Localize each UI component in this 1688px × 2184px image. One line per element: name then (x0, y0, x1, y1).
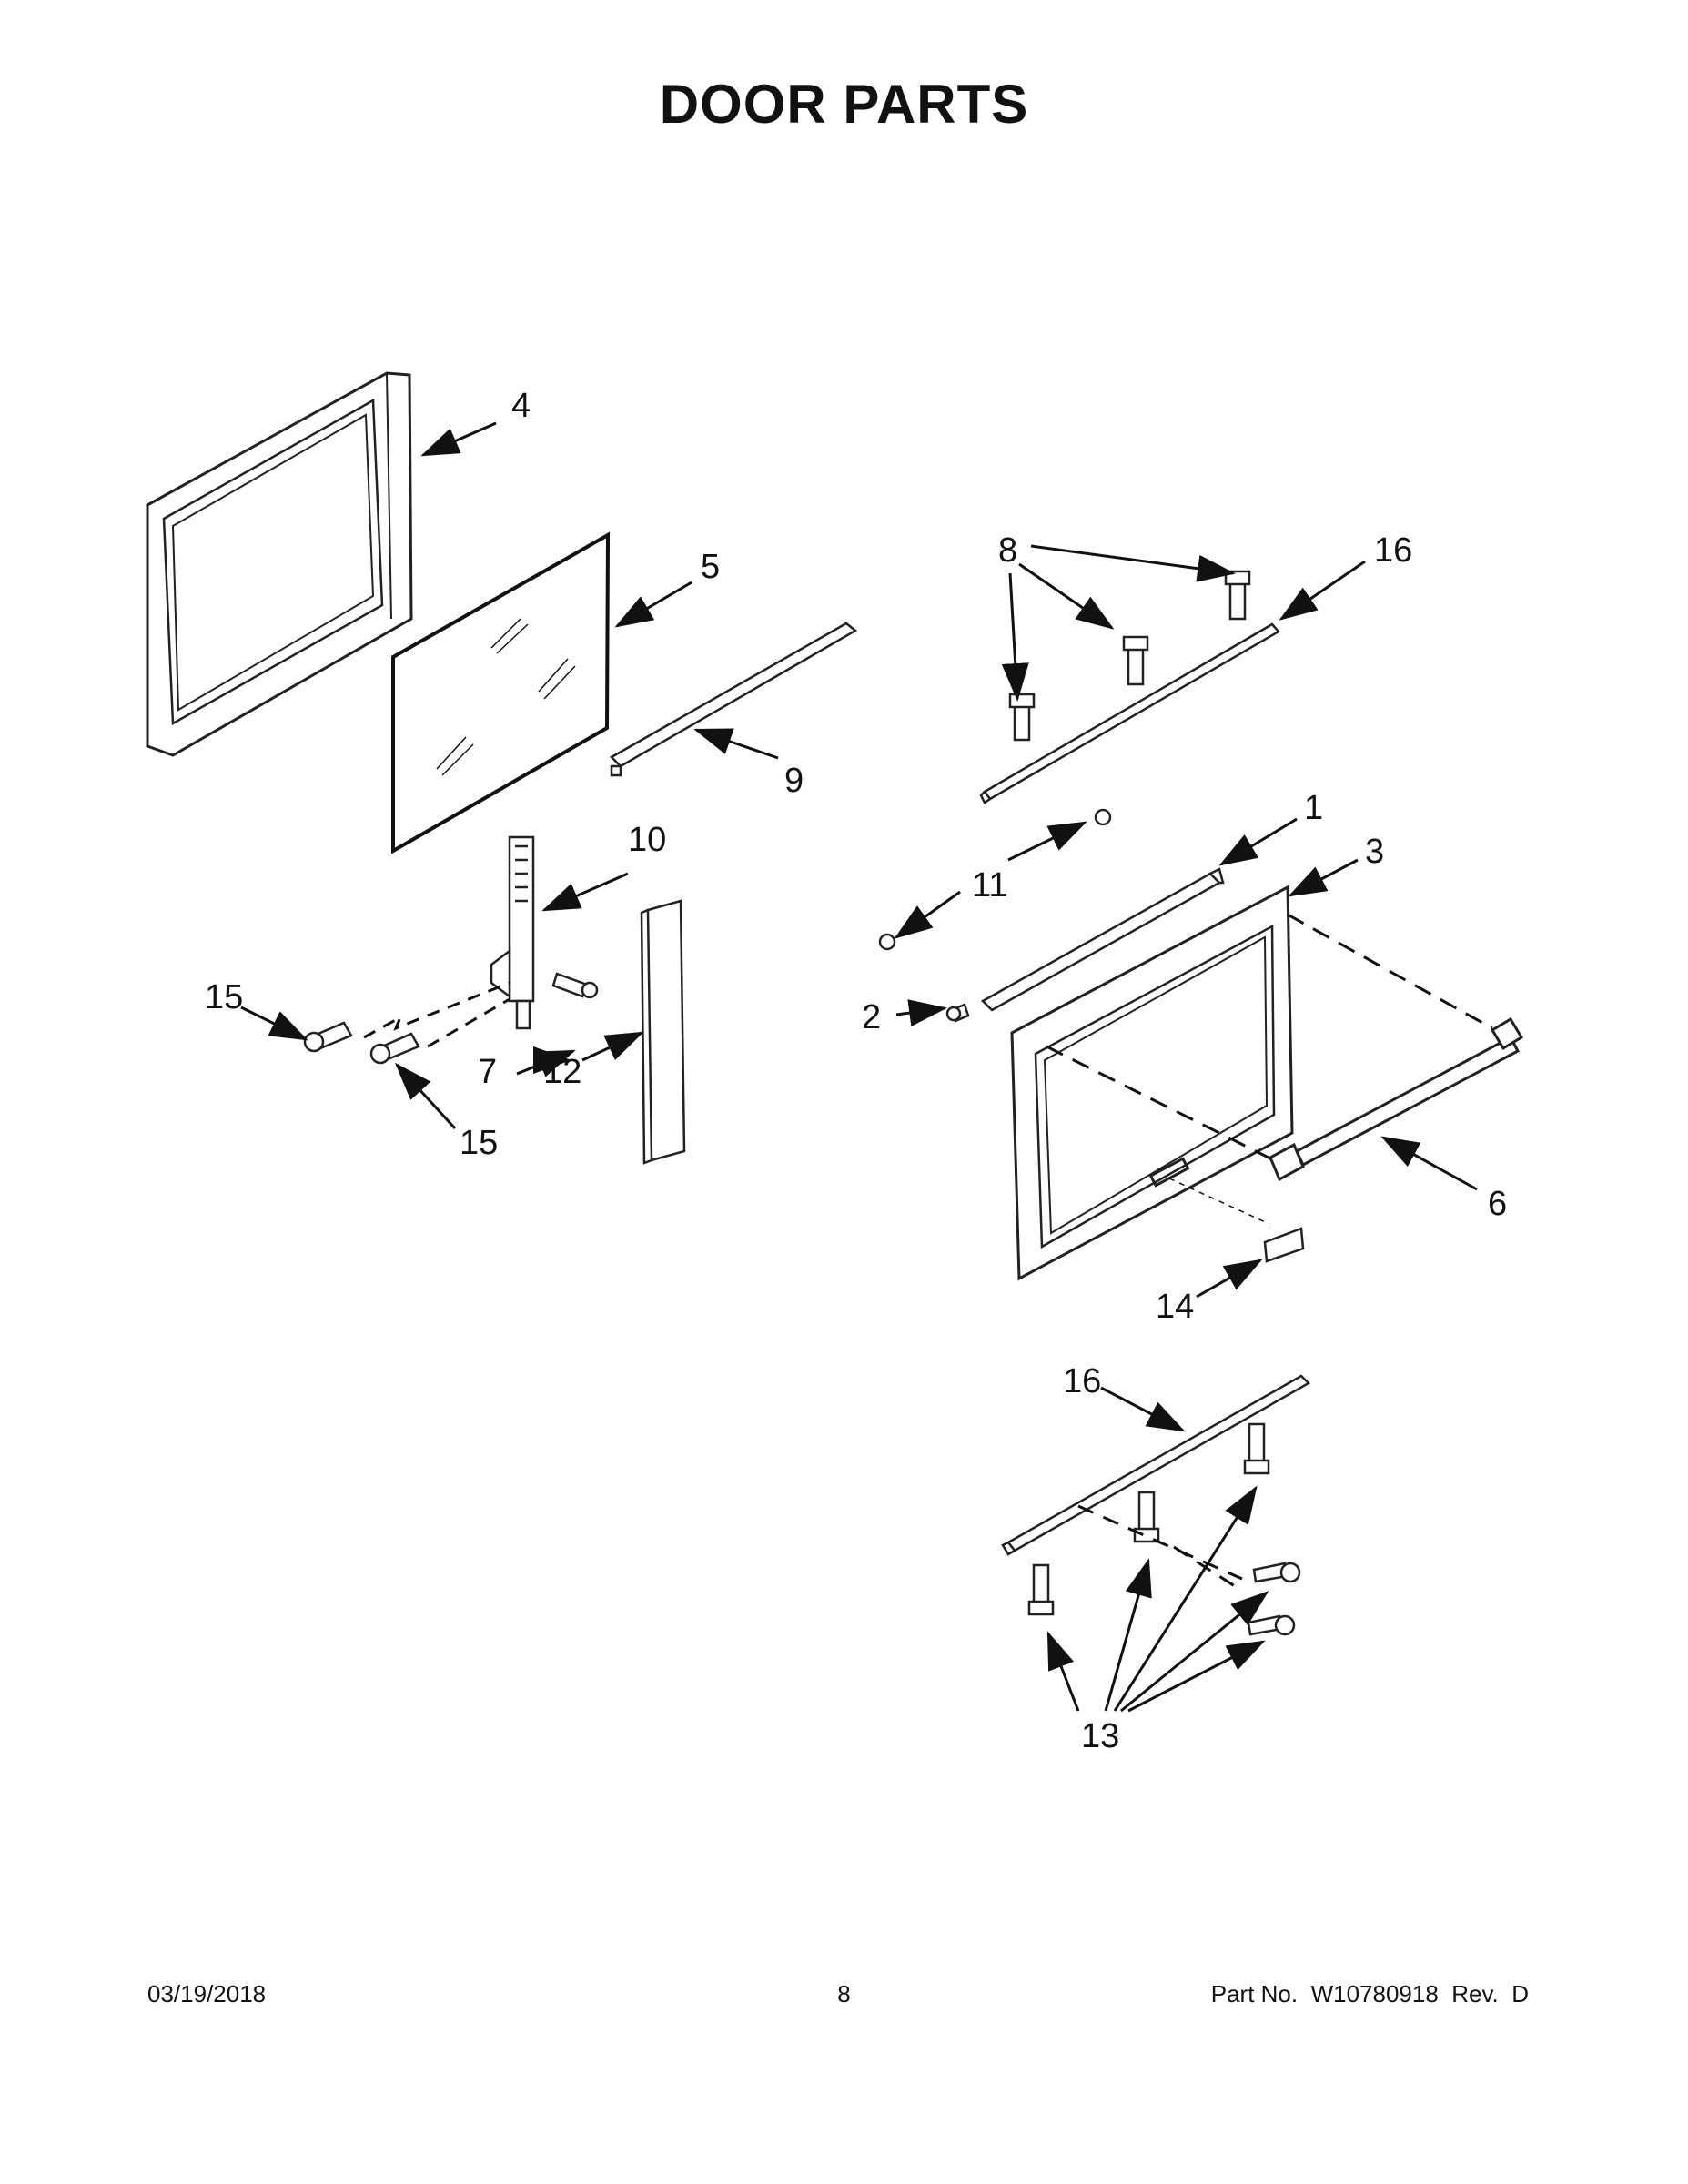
callout-9: 9 (784, 762, 804, 800)
footer-page-number: 8 (837, 1980, 851, 2007)
part-14-label (1263, 1227, 1305, 1263)
callout-13: 13 (1081, 1717, 1119, 1755)
callout-1: 1 (1304, 789, 1323, 827)
leader-arrows (240, 421, 1478, 1713)
part-1-top-bracket (980, 867, 1225, 1012)
part-5-glass (391, 531, 611, 854)
callout-15-a: 15 (205, 978, 243, 1016)
callout-7: 7 (478, 1053, 497, 1091)
part-15-screws (303, 1021, 420, 1065)
footer-part-number: Part No. W10780918 Rev. D (1210, 1980, 1529, 2007)
callout-16-bottom: 16 (1063, 1362, 1101, 1400)
callout-4: 4 (511, 387, 531, 425)
footer-date: 03/19/2018 (147, 1980, 267, 2007)
hinge-dash-lines (363, 981, 510, 1048)
part-12-side-trim (640, 899, 686, 1165)
callout-16-top: 16 (1374, 531, 1412, 570)
callout-11: 11 (972, 866, 1007, 905)
part-10-hinge (490, 835, 535, 1030)
callout-2: 2 (862, 998, 881, 1036)
part-7-screw (551, 972, 599, 999)
callout-14: 14 (1156, 1288, 1194, 1326)
part-2-screw (945, 1003, 970, 1023)
callout-10: 10 (628, 821, 666, 859)
part-3-outer-door (1010, 885, 1294, 1281)
part-13-screws (1027, 1422, 1301, 1636)
part-11-grommets (878, 808, 1112, 951)
handle-dash-lines (1046, 913, 1493, 1225)
callout-5: 5 (701, 548, 720, 586)
part-9-gasket (609, 622, 858, 777)
page-title: DOOR PARTS (659, 74, 1029, 135)
callout-15-b: 15 (460, 1124, 498, 1162)
callout-8: 8 (998, 531, 1017, 570)
part-4-inner-door (146, 371, 413, 757)
part-6-handle (1269, 1016, 1524, 1182)
callout-12: 12 (543, 1053, 581, 1091)
part-16-top-channel (979, 622, 1280, 804)
callout-3: 3 (1365, 833, 1384, 871)
callout-6: 6 (1488, 1185, 1507, 1223)
